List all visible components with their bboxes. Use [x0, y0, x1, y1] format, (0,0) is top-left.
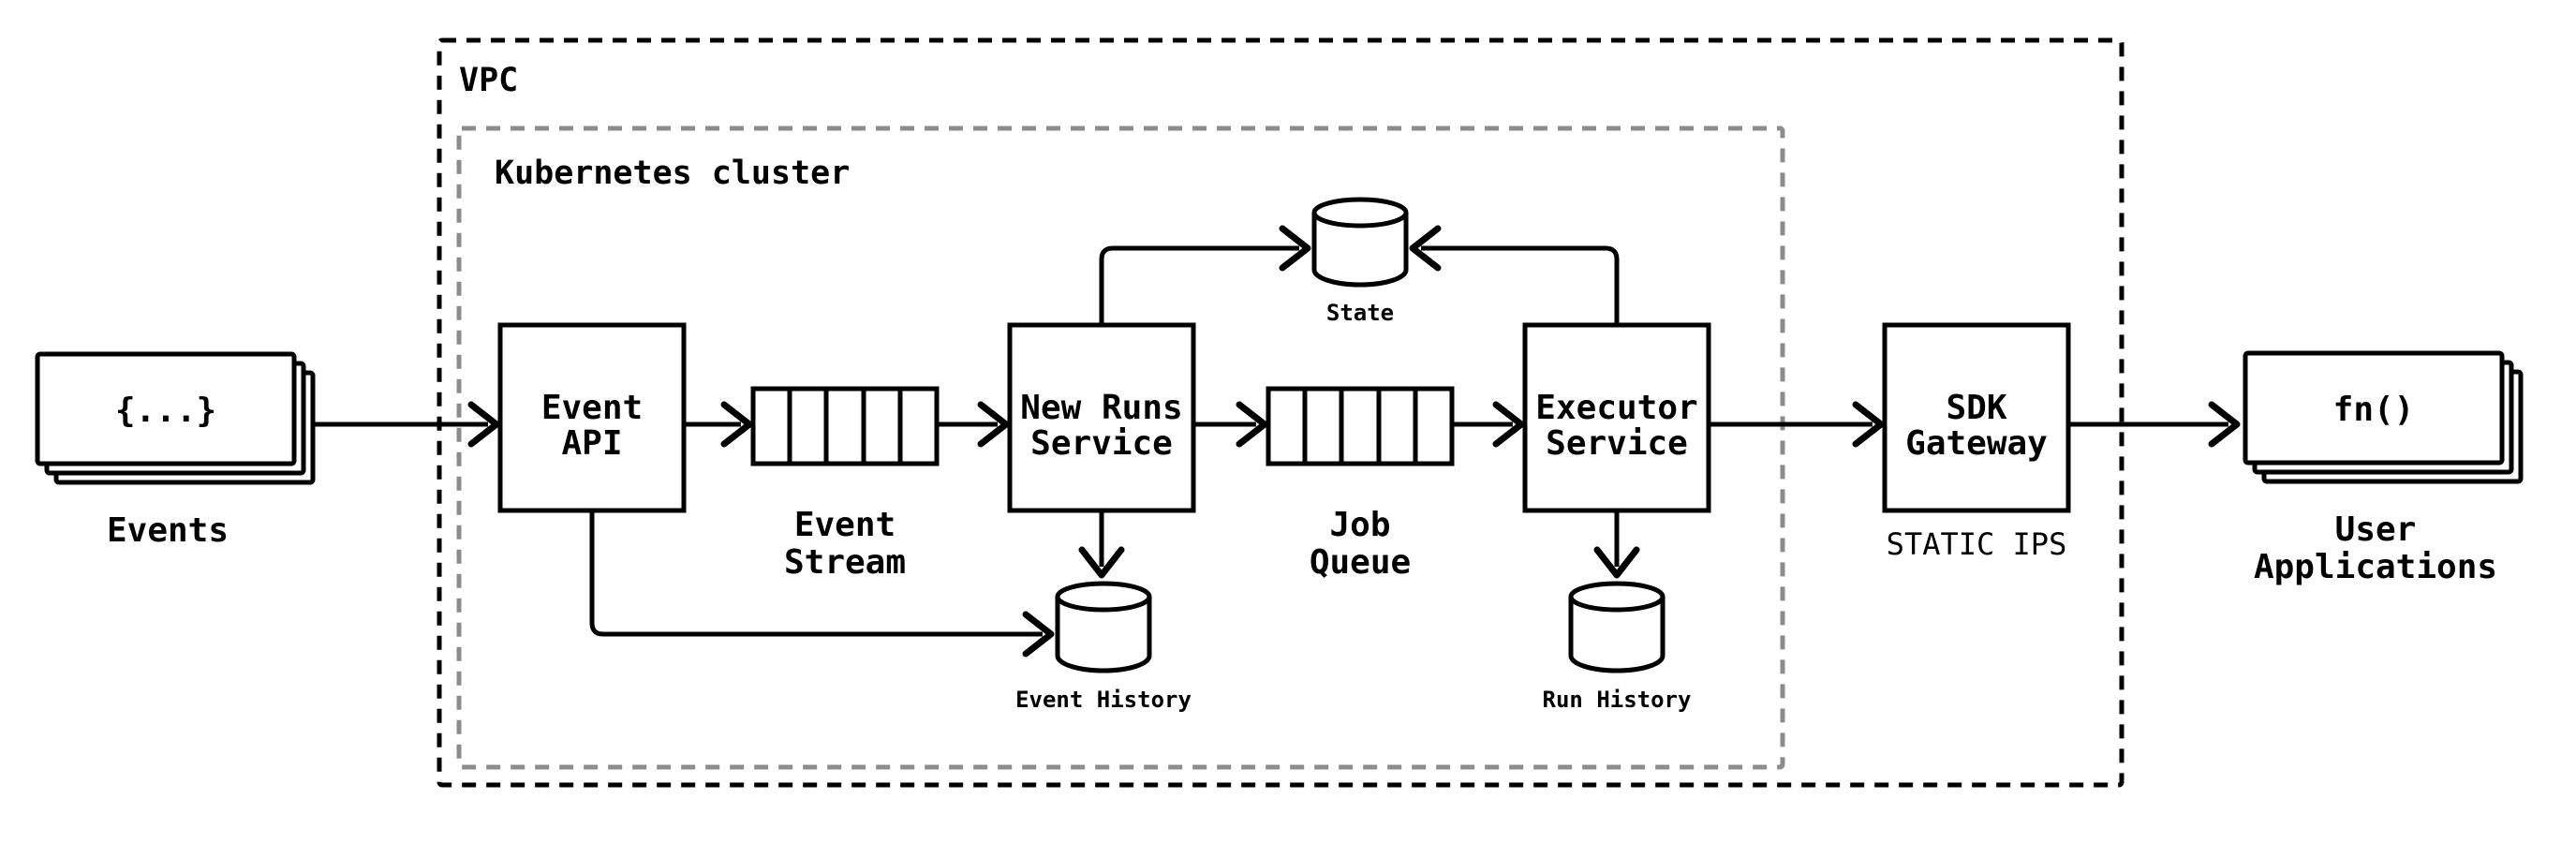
arrowhead	[1022, 611, 1055, 658]
kubernetes-cluster-container	[456, 126, 1785, 770]
run-history-label: Run History	[1543, 687, 1692, 713]
event-stream-queue	[750, 386, 940, 466]
events-label: Events	[107, 511, 229, 550]
job-queue	[1266, 386, 1455, 466]
event-history-cylinder-top	[1055, 581, 1152, 613]
user-apps-label-line2: Applications	[2254, 548, 2497, 586]
executor-label-line1: Executor	[1535, 389, 1697, 427]
event-api-label-line2: API	[561, 424, 622, 463]
event-stream-node: Event Stream	[750, 386, 940, 582]
arrowhead	[1279, 225, 1311, 272]
arrowhead	[2208, 401, 2241, 448]
job-queue-node: Job Queue	[1266, 386, 1455, 582]
arrowhead	[1409, 225, 1442, 272]
new-runs-service-box	[1007, 322, 1196, 513]
event-history-label: Event History	[1015, 687, 1192, 713]
sdk-gateway-node: SDK Gateway STATIC IPS	[1882, 322, 2071, 562]
arrowhead	[1593, 546, 1640, 579]
executor-service-box	[1522, 322, 1711, 513]
arrowhead	[977, 401, 1010, 448]
static-ips-label: STATIC IPS	[1887, 526, 2067, 562]
vpc-label: VPC	[459, 62, 518, 99]
state-label: State	[1326, 300, 1394, 326]
event-api-label-line1: Event	[541, 389, 643, 427]
arrowhead	[1078, 546, 1125, 579]
edge-new-runs-to-state	[1099, 245, 1299, 326]
job-queue-label-line1: Job	[1329, 506, 1390, 544]
edge-executor-to-state	[1421, 245, 1620, 326]
run-history-cylinder-body	[1568, 597, 1666, 673]
new-runs-service-node: New Runs Service	[1007, 322, 1196, 513]
kubernetes-cluster-label: Kubernetes cluster	[495, 155, 850, 192]
sdk-gateway-label-line2: Gateway	[1905, 424, 2048, 463]
sdk-gateway-box	[1882, 322, 2071, 513]
executor-service-node: Executor Service	[1522, 322, 1711, 513]
event-api-box	[497, 322, 687, 513]
job-queue-label-line2: Queue	[1310, 543, 1411, 582]
event-api-node: Event API	[497, 322, 687, 513]
events-stack-front	[35, 351, 297, 466]
edge-event-api-to-event-history	[589, 512, 1043, 637]
vpc-container	[437, 37, 2124, 788]
run-history-cylinder-top	[1568, 581, 1666, 613]
new-runs-label-line2: Service	[1030, 424, 1173, 463]
event-history-cylinder-body	[1055, 597, 1152, 673]
arrowhead	[1236, 401, 1268, 448]
arrowhead	[1852, 401, 1885, 448]
state-node: State	[1311, 197, 1409, 326]
user-apps-stack-front	[2243, 350, 2505, 466]
arrowhead	[1492, 401, 1525, 448]
executor-label-line2: Service	[1546, 424, 1688, 463]
user-apps-label-line1: User	[2335, 510, 2417, 549]
event-stream-label-line2: Stream	[784, 543, 906, 582]
new-runs-label-line1: New Runs	[1020, 389, 1182, 427]
event-stream-label-line1: Event	[794, 506, 896, 544]
event-history-node: Event History	[1015, 581, 1192, 713]
events-icon-text: {...}	[115, 392, 216, 430]
events-node: {...} Events	[35, 351, 316, 550]
run-history-node: Run History	[1543, 581, 1692, 713]
arrowhead	[467, 401, 500, 448]
state-cylinder-top	[1311, 197, 1409, 229]
arrowhead	[720, 401, 753, 448]
user-apps-icon-text: fn()	[2333, 391, 2415, 429]
sdk-gateway-label-line1: SDK	[1946, 389, 2006, 427]
state-cylinder-body	[1311, 213, 1409, 288]
user-applications-node: fn() User Applications	[2243, 350, 2524, 586]
